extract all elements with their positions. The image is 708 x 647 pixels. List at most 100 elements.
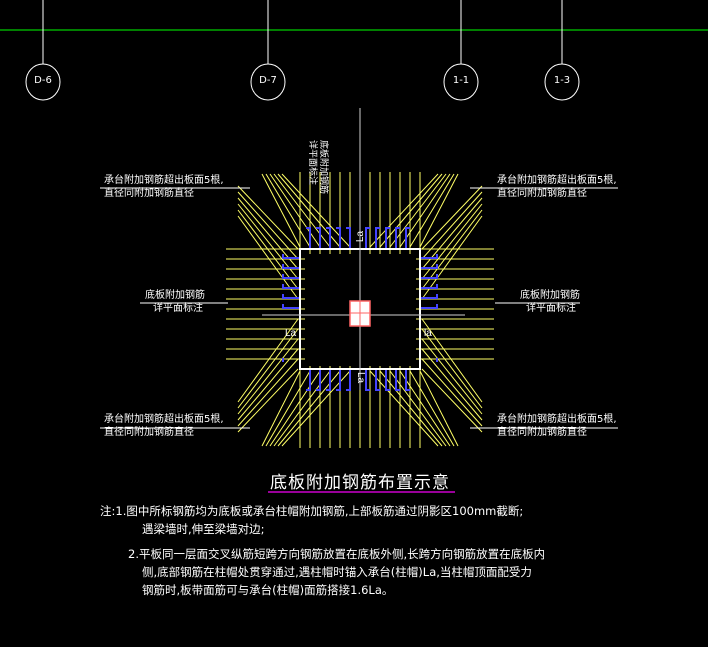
anchor-bar-right	[421, 264, 438, 269]
rebar-diagonal-bottom-left	[281, 370, 351, 447]
axis-label-1-1: 1-1	[452, 75, 470, 86]
top-vertical-label: 底板附加钢筋 详平面标注	[307, 140, 328, 195]
anchor-bar-top	[316, 227, 321, 248]
rebar-diagonal-bottom-right	[421, 338, 483, 415]
left-top-label: 承台附加钢筋超出板面5根, 直径同附加钢筋直径	[104, 175, 224, 199]
rebar-diagonal-top-right	[421, 203, 483, 280]
axis-bubble	[25, 63, 61, 101]
anchor-bar-bottom	[375, 370, 380, 391]
anchor-bar-left	[282, 254, 299, 259]
right-middle-label: 底板附加钢筋 详平面标注	[520, 290, 580, 314]
anchor-bar-right	[421, 294, 438, 299]
anchor-bar-bottom	[346, 370, 351, 391]
note-2-line-2: 侧,底部钢筋在柱帽处贯穿通过,遇柱帽时锚入承台(柱帽)La,当柱帽顶面配受力	[142, 565, 532, 579]
left-bottom-label: 承台附加钢筋超出板面5根, 直径同附加钢筋直径	[104, 414, 224, 438]
rebar-diagonal-bottom-right	[419, 370, 459, 447]
rebar-diagonal-bottom-right	[399, 370, 451, 447]
rebar-diagonal-top-left	[281, 173, 351, 248]
left-middle-label: 底板附加钢筋 详平面标注	[145, 290, 205, 314]
note-1-line-2: 遇梁墙时,伸至梁墙对边;	[142, 522, 265, 536]
rebar-diagonal-top-left	[237, 191, 299, 260]
leader-lines	[100, 187, 618, 429]
rebar-diagonal-bottom-right	[389, 370, 447, 447]
rebar-diagonal-bottom-left	[237, 338, 299, 415]
anchor-bar-bottom	[326, 370, 331, 391]
rebar-diagonal-top-right	[421, 185, 483, 250]
rebar-diagonal-top-right	[379, 173, 443, 248]
rebar-diagonal-top-left	[237, 215, 299, 300]
rebar-diagonal-bottom-left	[265, 370, 311, 447]
anchor-rebar-group	[282, 227, 438, 391]
anchor-bar-top	[395, 227, 400, 248]
rebar-diagonal-bottom-left	[237, 368, 299, 433]
anchor-bar-right	[421, 304, 438, 309]
anchor-bar-left	[282, 294, 299, 299]
anchor-bar-top	[346, 227, 351, 248]
rebar-diagonal-bottom-right	[409, 370, 455, 447]
rebar-diagonal-top-right	[409, 173, 455, 248]
rebar-diagonal-bottom-right	[421, 358, 483, 427]
axis-label-d7: D-7	[259, 75, 277, 86]
rebar-diagonal-top-right	[421, 209, 483, 290]
rebar-diagonal-top-right	[421, 215, 483, 300]
note-2-line-3: 钢筋时,板带面筋可与承台(柱帽)面筋搭接1.6La。	[142, 583, 394, 597]
la-label-top: La	[355, 230, 367, 243]
anchor-bar-left	[282, 264, 299, 269]
rebar-diagonal-bottom-left	[269, 370, 321, 447]
anchor-bar-bottom	[365, 370, 370, 391]
right-bottom-label: 承台附加钢筋超出板面5根, 直径同附加钢筋直径	[497, 414, 617, 438]
rebar-diagonal-bottom-left	[237, 318, 299, 403]
rebar-diagonal-bottom-left	[273, 370, 331, 447]
anchor-bar-top	[306, 227, 311, 248]
anchor-bar-top	[326, 227, 331, 248]
rebar-diagonal-bottom-right	[421, 348, 483, 421]
anchor-bar-bottom	[306, 370, 311, 391]
rebar-diagonal-bottom-left	[237, 348, 299, 421]
anchor-bar-bottom	[395, 370, 400, 391]
rebar-diagonal-bottom-right	[421, 318, 483, 403]
axis-label-1-3: 1-3	[553, 75, 571, 86]
anchor-bar-top	[336, 227, 341, 248]
rebar-diagonal-top-right	[389, 173, 447, 248]
anchor-bar-top	[385, 227, 390, 248]
note-2-line-1: 2.平板同一层面交叉纵筋短跨方向钢筋放置在底板外侧,长跨方向钢筋放置在底板内	[128, 547, 546, 561]
rebar-diagonal-top-left	[269, 173, 321, 248]
drawing-title: 底板附加钢筋布置示意	[270, 473, 450, 493]
anchor-bar-bottom	[405, 370, 410, 391]
anchor-bar-left	[282, 274, 299, 279]
axis-bubbles	[25, 63, 580, 101]
rebar-diagonal-top-left	[261, 173, 301, 248]
rebar-diagonal-bottom-right	[379, 370, 443, 447]
rebar-diagonal-top-right	[421, 191, 483, 260]
anchor-bar-top	[405, 227, 410, 248]
rebar-diagonal-bottom-right	[421, 328, 483, 409]
anchor-bar-right	[421, 274, 438, 279]
rebar-diagonal-top-right	[369, 173, 439, 248]
anchor-bar-bottom	[316, 370, 321, 391]
anchor-bar-top	[375, 227, 380, 248]
rebar-diagonal-bottom-right	[369, 370, 439, 447]
rebar-diagonal-top-left	[237, 203, 299, 280]
axis-bubble	[250, 63, 286, 101]
anchor-bar-right	[421, 284, 438, 289]
rebar-diagonal-top-left	[237, 185, 299, 250]
anchor-bar-bottom	[336, 370, 341, 391]
anchor-bar-left	[282, 304, 299, 309]
note-1-line-1: 注:1.图中所标钢筋均为底板或承台柱帽附加钢筋,上部板筋通过阴影区100mm截断…	[100, 504, 524, 518]
axis-bubble	[443, 63, 479, 101]
anchor-bar-right	[421, 254, 438, 259]
rebar-diagonal-bottom-left	[237, 358, 299, 427]
la-label-left: La	[285, 328, 297, 339]
la-label-bottom: La	[355, 371, 367, 384]
rebar-diagonal-top-right	[419, 173, 459, 248]
rebar-diagonal-bottom-left	[261, 370, 301, 447]
axis-leaders	[42, 0, 563, 64]
right-top-label: 承台附加钢筋超出板面5根, 直径同附加钢筋直径	[497, 175, 617, 199]
anchor-bar-bottom	[385, 370, 390, 391]
rebar-diagonal-top-left	[237, 209, 299, 290]
axis-label-d6: D-6	[34, 75, 52, 86]
axis-bubble	[544, 63, 580, 101]
la-label-right: la	[424, 328, 432, 339]
rebar-diagonal-top-left	[265, 173, 311, 248]
